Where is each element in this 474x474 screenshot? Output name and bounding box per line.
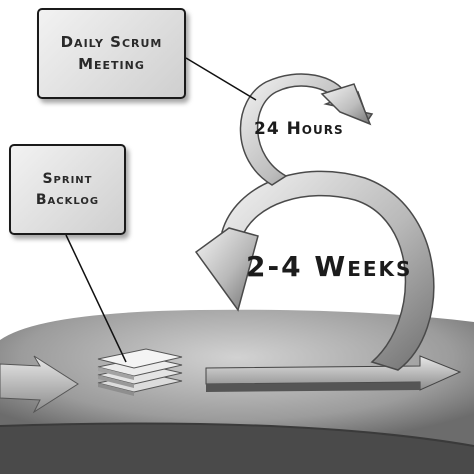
sprint-backlog-stack	[97, 348, 183, 396]
daily-scrum-label-line2: Meeting	[78, 54, 145, 73]
sprint-backlog-callout: Sprint Backlog	[9, 144, 126, 235]
sprint-connector-line	[65, 234, 127, 363]
sprint-backlog-label-line2: Backlog	[35, 191, 100, 208]
sprint-loop-arrow	[194, 170, 435, 371]
input-arrow	[0, 355, 79, 414]
daily-scrum-label-line1: Daily Scrum	[60, 32, 163, 51]
daily-loop-arrow	[239, 73, 374, 186]
daily-cycle-label: 24 Hours	[254, 119, 344, 139]
sprint-cycle-label: 2-4 Weeks	[246, 250, 413, 283]
daily-connector-line	[185, 57, 257, 101]
daily-scrum-callout: Daily Scrum Meeting	[37, 8, 186, 99]
output-flat-arrow	[205, 355, 462, 392]
sprint-backlog-label-line1: Sprint	[42, 171, 93, 188]
